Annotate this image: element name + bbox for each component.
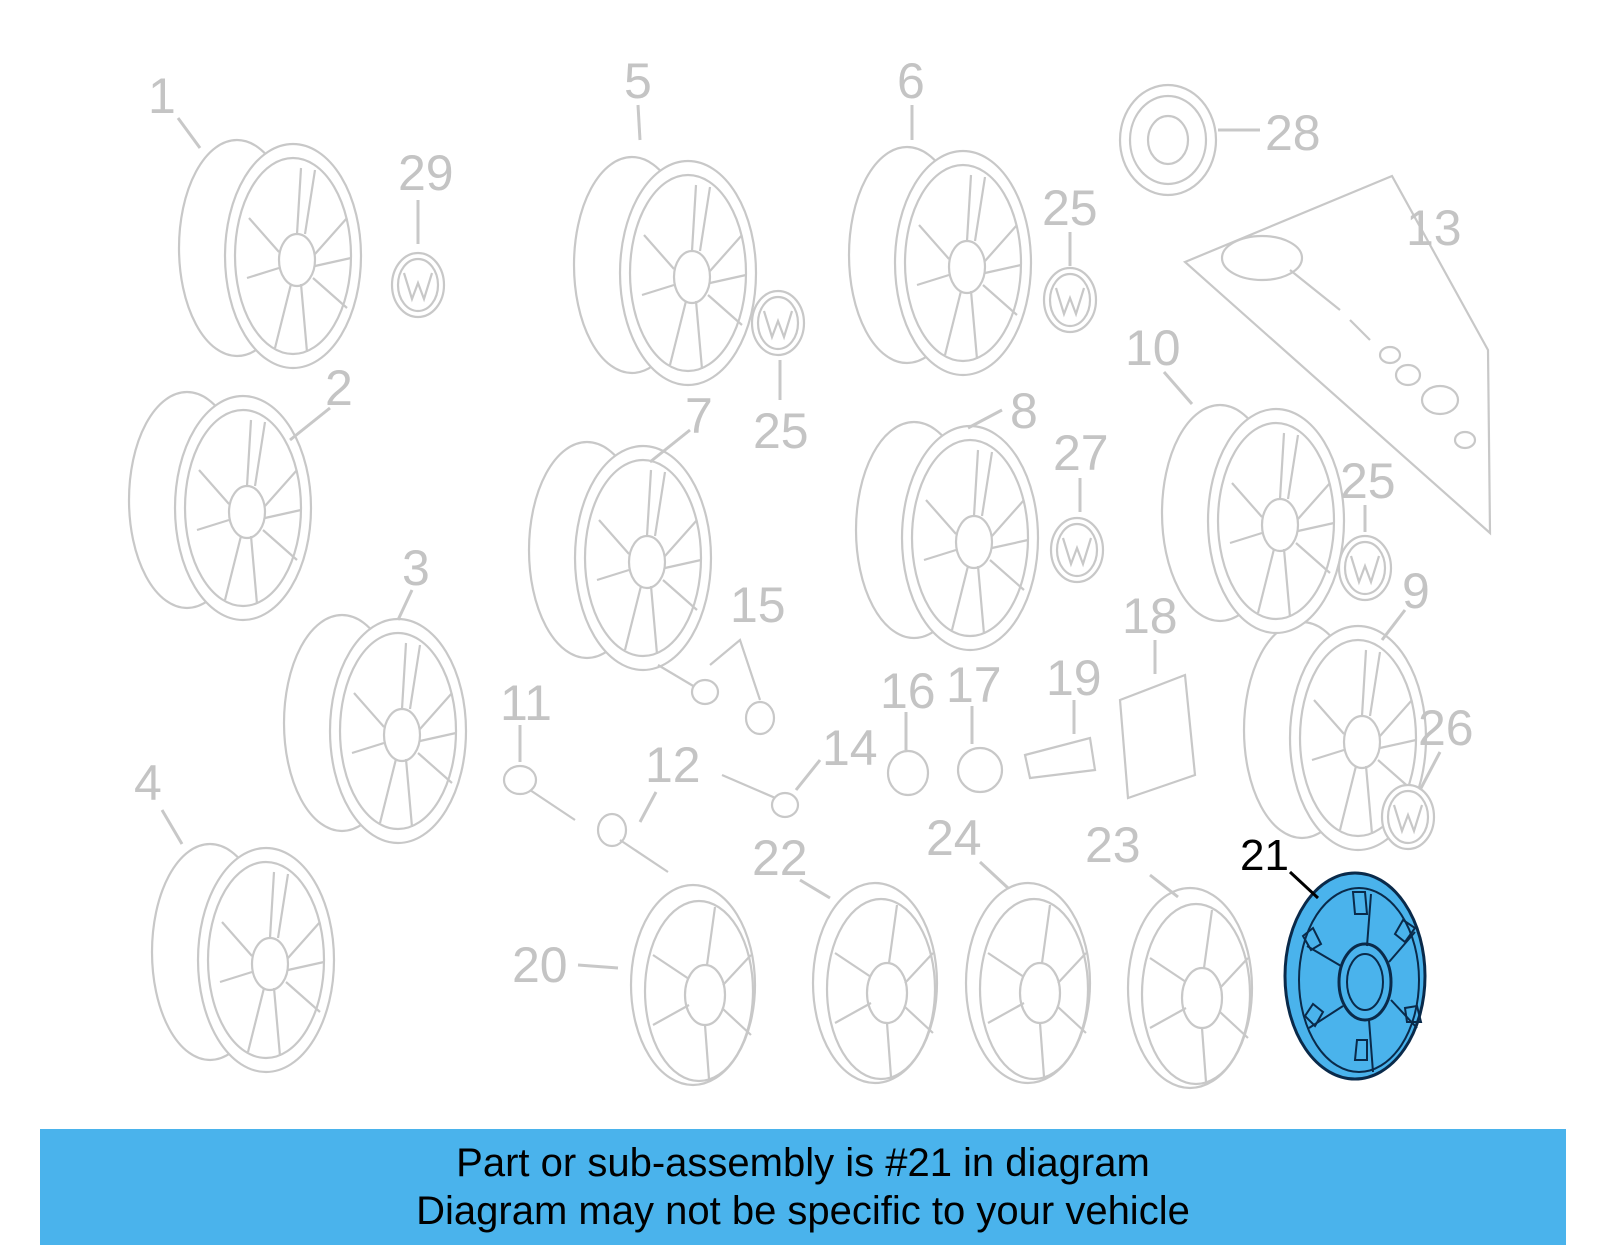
wheel-4 — [150, 842, 336, 1074]
wheel-3 — [282, 613, 468, 845]
label-13: 13 — [1406, 200, 1462, 256]
badge-25-a — [750, 289, 806, 357]
label-25-b: 25 — [1042, 180, 1098, 236]
wheel-10 — [1160, 403, 1346, 635]
badge-26 — [1380, 783, 1436, 851]
tool-19 — [1023, 736, 1097, 780]
label-8: 8 — [1010, 383, 1038, 439]
wheel-7 — [527, 440, 713, 672]
label-24: 24 — [926, 810, 982, 866]
banner-line-2: Diagram may not be specific to your vehi… — [416, 1189, 1190, 1233]
emblem-27 — [1049, 516, 1105, 584]
label-27: 27 — [1053, 425, 1109, 481]
label-16: 16 — [880, 663, 936, 719]
label-18: 18 — [1122, 588, 1178, 644]
label-25-a: 25 — [753, 403, 809, 459]
label-23: 23 — [1085, 817, 1141, 873]
label-28: 28 — [1265, 105, 1321, 161]
label-2: 2 — [325, 360, 353, 416]
label-22: 22 — [752, 830, 808, 886]
banner-line-1: Part or sub-assembly is #21 in diagram — [456, 1141, 1150, 1185]
card-18 — [1118, 673, 1197, 800]
badge-25-b — [1042, 266, 1098, 334]
cap-16 — [886, 749, 930, 797]
label-29: 29 — [398, 145, 454, 201]
callout-labels: 1 2 3 4 5 6 7 8 9 10 11 12 13 14 15 16 1… — [134, 53, 1474, 993]
label-10: 10 — [1125, 320, 1181, 376]
wheel-1 — [177, 138, 363, 370]
label-26: 26 — [1418, 700, 1474, 756]
label-6: 6 — [897, 53, 925, 109]
label-12: 12 — [645, 737, 701, 793]
hubcap-23 — [1126, 886, 1254, 1090]
wheel-8 — [854, 420, 1040, 652]
label-5: 5 — [624, 53, 652, 109]
hubcap-21-highlighted[interactable] — [1283, 871, 1427, 1081]
wheel-6 — [847, 145, 1033, 377]
label-11: 11 — [500, 675, 552, 731]
label-20: 20 — [512, 937, 568, 993]
label-3: 3 — [402, 540, 430, 596]
emblem-29 — [390, 251, 446, 319]
label-9: 9 — [1402, 563, 1430, 619]
hubcap-20 — [629, 883, 757, 1087]
bolts-15 — [657, 638, 776, 736]
bolt-11 — [502, 764, 576, 821]
wheel-5 — [572, 155, 758, 387]
label-15: 15 — [730, 577, 786, 633]
valve-12 — [596, 812, 669, 873]
cap-17 — [956, 746, 1004, 794]
label-17: 17 — [946, 657, 1002, 713]
wheel-2 — [127, 390, 313, 622]
label-19: 19 — [1046, 650, 1102, 706]
hubcap-24 — [964, 881, 1092, 1085]
label-25-c: 25 — [1340, 453, 1396, 509]
centre-disc-28 — [1118, 83, 1218, 197]
hubcap-22 — [811, 881, 939, 1085]
label-14: 14 — [822, 720, 878, 776]
label-4: 4 — [134, 755, 162, 811]
badge-25-c — [1337, 534, 1393, 602]
leader-lines — [160, 104, 1442, 970]
label-1: 1 — [148, 68, 176, 124]
label-21: 21 — [1240, 831, 1289, 880]
label-7: 7 — [685, 388, 713, 444]
tpms-kit-13 — [1182, 174, 1492, 536]
bolt-14 — [721, 773, 800, 819]
parts-diagram: 1 2 3 4 5 6 7 8 9 10 11 12 13 14 15 16 1… — [127, 53, 1492, 1090]
info-banner: Part or sub-assembly is #21 in diagram D… — [40, 1129, 1566, 1245]
